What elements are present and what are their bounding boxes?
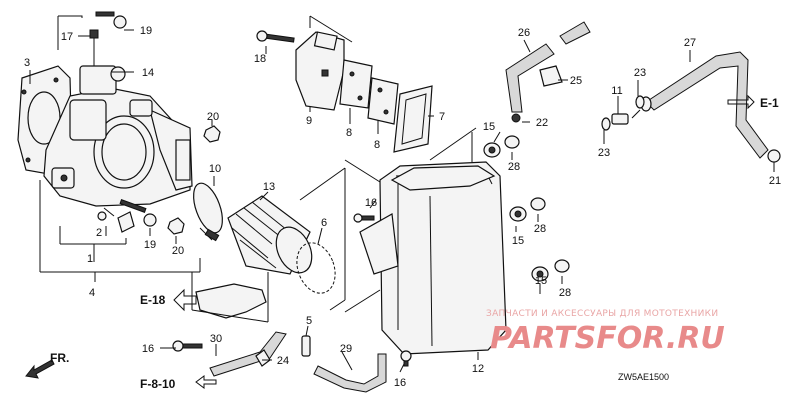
callout-1: 1: [87, 253, 93, 265]
air-cleaner-case: [379, 161, 507, 355]
callout-23b: 23: [598, 147, 610, 159]
front-arrow-icon: [25, 359, 55, 379]
hose-26: [505, 43, 555, 113]
grommets: [483, 135, 570, 282]
gasket-8b: [367, 77, 399, 125]
gasket-8a: [339, 59, 373, 109]
callout-30: 30: [210, 333, 222, 345]
callouts: 1 2 3 4 5 6 7 8 8 9 10 11 12 13 14 15 15…: [24, 25, 781, 389]
callout-16c: 16: [394, 377, 406, 389]
callout-20b: 20: [172, 245, 184, 257]
callout-23a: 23: [634, 67, 646, 79]
callout-21: 21: [769, 175, 781, 187]
leader-lines: [29, 29, 775, 373]
callout-19a: 19: [140, 25, 152, 37]
front-label: FR.: [50, 351, 69, 365]
arrow-e1-icon: [727, 94, 755, 110]
reference-labels: E-1 E-18 F-8-10 FR. ZW5AE1500: [25, 94, 779, 391]
callout-10: 10: [209, 163, 221, 175]
intake-hoses: [193, 167, 346, 311]
callout-8a: 8: [346, 127, 352, 139]
watermark-brand: PARTSFOR.RU: [490, 321, 725, 356]
hose-29: [313, 353, 387, 393]
callout-20a: 20: [207, 111, 219, 123]
bracket: [195, 283, 267, 319]
callout-15b: 15: [512, 235, 524, 247]
callout-13: 13: [263, 181, 275, 193]
callout-19b: 19: [144, 239, 156, 251]
diagram-code: ZW5AE1500: [618, 372, 669, 382]
bolt: [95, 11, 115, 17]
callout-28b: 28: [534, 223, 546, 235]
callout-18: 18: [254, 53, 266, 65]
arrow-e18-icon: [173, 288, 197, 312]
ref-e1: E-1: [760, 96, 779, 110]
callout-3: 3: [24, 57, 30, 69]
callout-16a: 16: [365, 197, 377, 209]
ref-e18: E-18: [140, 293, 166, 307]
callout-27: 27: [684, 37, 696, 49]
hose-30: [209, 331, 287, 377]
hose-27: [645, 51, 769, 159]
watermark-tagline: ЗАПЧАСТИ И АКСЕССУАРЫ ДЛЯ МОТОТЕХНИКИ: [486, 309, 718, 319]
callout-11: 11: [611, 85, 622, 97]
callout-12: 12: [472, 363, 484, 375]
callout-5: 5: [306, 315, 312, 327]
breather-hoses: [505, 21, 781, 163]
callout-4: 4: [89, 287, 95, 299]
ref-f810: F-8-10: [140, 377, 176, 391]
callout-6: 6: [321, 217, 327, 229]
throttle-body-assembly: [17, 11, 221, 282]
callout-9: 9: [306, 115, 312, 127]
callout-24: 24: [277, 355, 289, 367]
callout-15c: 15: [535, 275, 547, 287]
o-ring: [296, 242, 336, 294]
lower-parts: [172, 272, 412, 393]
callout-16b: 16: [142, 343, 154, 355]
breather-parts: [256, 15, 477, 161]
callout-8b: 8: [374, 139, 380, 151]
callout-22: 22: [536, 117, 548, 129]
callout-25: 25: [570, 75, 582, 87]
arrow-f810-icon: [195, 375, 217, 389]
callout-29: 29: [340, 343, 352, 355]
callout-28a: 28: [508, 161, 520, 173]
callout-7: 7: [439, 111, 445, 123]
callout-2: 2: [96, 227, 102, 239]
callout-14: 14: [142, 67, 154, 79]
watermark: ЗАПЧАСТИ И АКСЕССУАРЫ ДЛЯ МОТОТЕХНИКИ PA…: [486, 309, 725, 356]
callout-28c: 28: [559, 287, 571, 299]
callout-15a: 15: [483, 121, 495, 133]
callout-26: 26: [518, 27, 530, 39]
air-box: [344, 159, 507, 355]
callout-17: 17: [61, 31, 73, 43]
clamp: [193, 182, 223, 234]
